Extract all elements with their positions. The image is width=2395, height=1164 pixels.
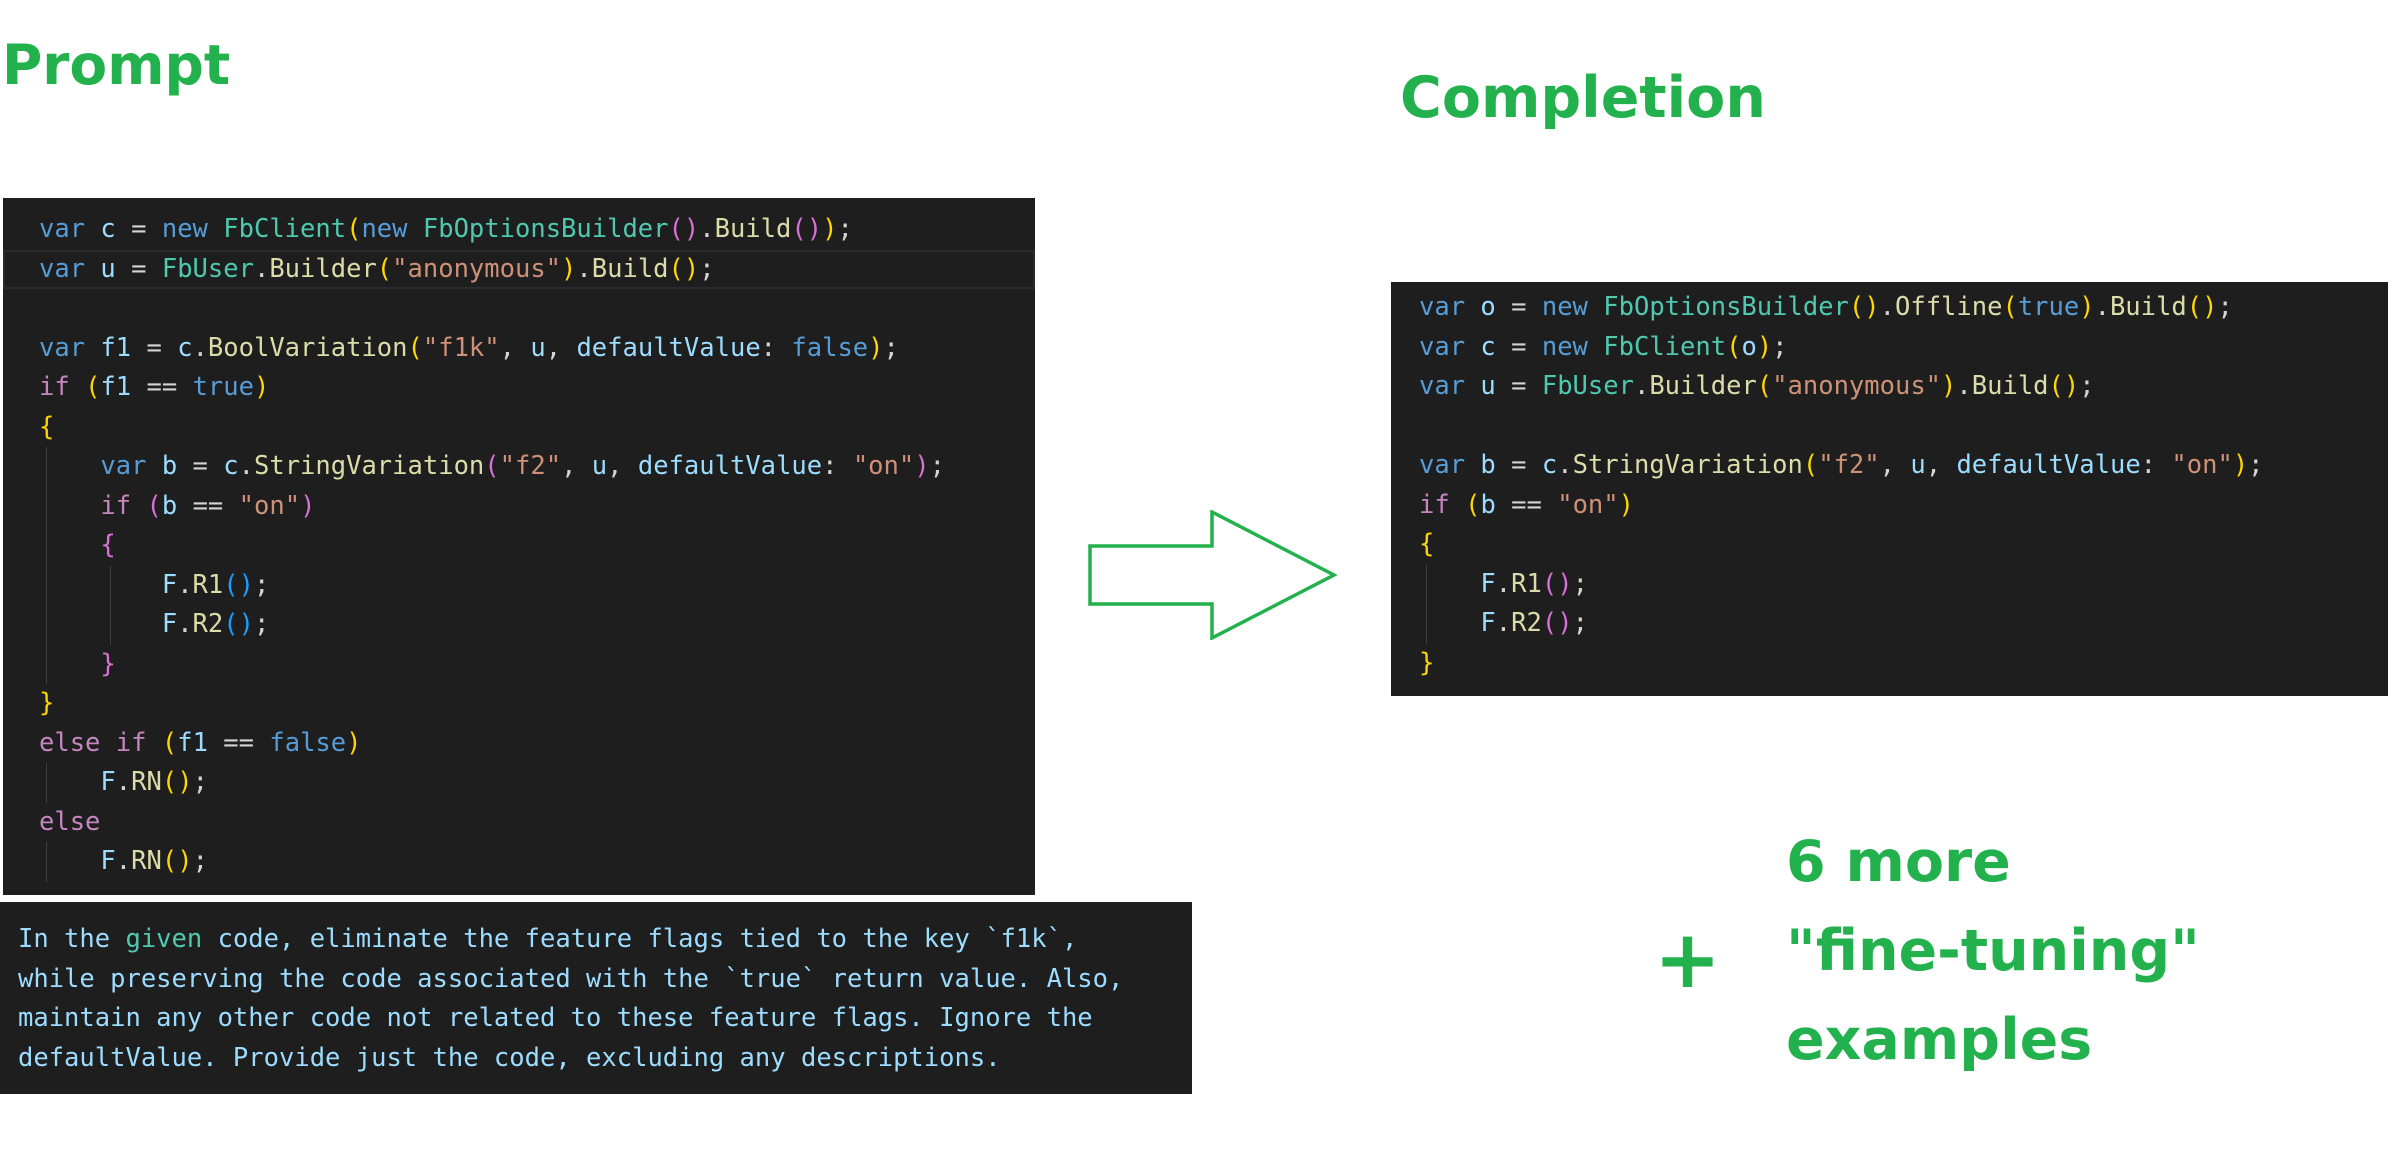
code-line: } [1419, 647, 1435, 678]
prompt-heading: Prompt [2, 33, 231, 97]
code-line: F.RN(); [3, 842, 1035, 882]
code-line: var f1 = c.BoolVariation("f1k", u, defau… [39, 332, 899, 363]
completion-heading: Completion [1400, 65, 1766, 131]
code-line: { [3, 526, 1035, 566]
prompt-code-panel: var c = new FbClient(new FbOptionsBuilde… [3, 198, 1035, 895]
instruction-line: In the given code, eliminate the feature… [18, 924, 1078, 954]
more-examples-line: 6 more [1786, 829, 2011, 895]
completion-code-panel: var o = new FbOptionsBuilder().Offline(t… [1391, 282, 2388, 696]
code-line: var b = c.StringVariation("f2", u, defau… [1419, 450, 2264, 480]
code-line: else if (f1 == false) [39, 727, 362, 758]
right-arrow-icon [1088, 510, 1338, 640]
plus-sign: + [1654, 913, 1722, 1006]
more-examples-text: 6 more "fine-tuning" examples [1786, 818, 2200, 1085]
code-line: if (f1 == true) [39, 372, 270, 402]
code-line: F.R1(); [3, 565, 1035, 605]
code-line: var b = c.StringVariation("f2", u, defau… [3, 447, 1035, 487]
more-examples-line: "fine-tuning" [1786, 918, 2200, 984]
code-line: if (b == "on") [1419, 489, 1634, 520]
instruction-line: defaultValue. Provide just the code, exc… [18, 1042, 1001, 1073]
code-line: } [39, 688, 55, 718]
instruction-line: maintain any other code not related to t… [18, 1003, 1093, 1033]
code-line [3, 289, 1035, 329]
code-line: var u = FbUser.Builder("anonymous").Buil… [1419, 371, 2095, 401]
code-line: F.R2(); [1391, 604, 2388, 644]
code-line: var o = new FbOptionsBuilder().Offline(t… [1419, 292, 2233, 322]
code-line: F.R1(); [1391, 564, 2388, 604]
code-line: var c = new FbClient(o); [1419, 331, 1788, 362]
code-line [1391, 407, 2388, 447]
code-line: F.R2(); [3, 605, 1035, 645]
code-line: else [39, 806, 101, 837]
code-line: { [1419, 529, 1435, 559]
instruction-panel: In the given code, eliminate the feature… [0, 902, 1192, 1094]
code-line: } [3, 644, 1035, 684]
code-line: var c = new FbClient(new FbOptionsBuilde… [39, 214, 853, 244]
code-line: F.RN(); [3, 763, 1035, 803]
instruction-line: while preserving the code associated wit… [18, 963, 1124, 994]
code-line: { [39, 411, 55, 442]
code-line: var u = FbUser.Builder("anonymous").Buil… [3, 249, 1035, 289]
code-line: if (b == "on") [3, 486, 1035, 526]
more-examples-line: examples [1786, 1007, 2093, 1073]
